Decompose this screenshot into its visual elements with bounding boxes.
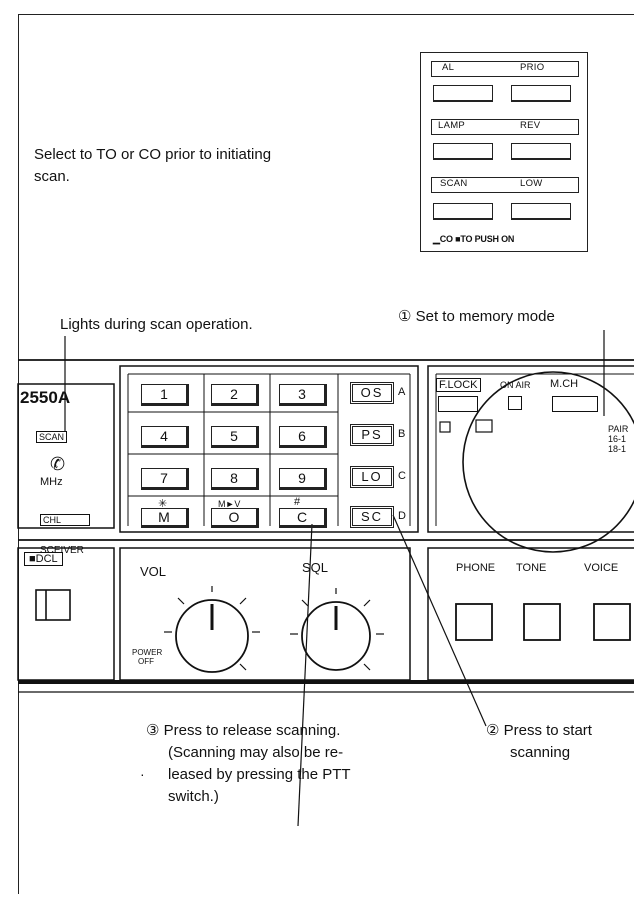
sql-label: SQL	[302, 560, 329, 575]
func-key-ps[interactable]: PS	[350, 424, 394, 446]
scan-switch[interactable]	[433, 203, 493, 220]
func-key-sc[interactable]: SC	[350, 506, 394, 528]
power-label: POWER	[132, 648, 163, 657]
flock-button[interactable]	[438, 396, 478, 412]
key-o[interactable]: O	[211, 508, 259, 528]
scan-indicator: SCAN	[36, 431, 68, 443]
hash-symbol: #	[294, 496, 301, 508]
memory-display-icon: ✆	[50, 454, 66, 474]
al-prio-label-row: AL PRIO	[431, 61, 579, 77]
func-key-os[interactable]: OS	[350, 382, 394, 404]
rev-switch[interactable]	[511, 143, 571, 160]
step2-line-2: scanning	[510, 744, 571, 761]
key-7[interactable]: 7	[141, 468, 189, 490]
key-m[interactable]: M	[141, 508, 189, 528]
pair-line-3: 18-1	[608, 444, 627, 454]
lamp-label: LAMP	[438, 120, 466, 131]
model-label: 2550A	[20, 388, 71, 407]
step3-line-4: switch.)	[168, 788, 219, 805]
mch-label: M.CH	[550, 378, 579, 390]
receiver-label: SCEIVER	[40, 545, 84, 556]
key-8[interactable]: 8	[211, 468, 259, 490]
func-key-ps-label: PS	[352, 426, 392, 444]
pair-line-1: PAIR	[608, 424, 629, 434]
key-4[interactable]: 4	[141, 426, 189, 448]
power-off-label: POWER OFF	[132, 648, 162, 666]
func-key-lo-label: LO	[352, 468, 392, 486]
lamp-rev-label-row: LAMP REV	[431, 119, 579, 135]
step3-line-1: ③ Press to release scanning.	[146, 722, 341, 739]
prio-switch[interactable]	[511, 85, 571, 102]
sql-knob[interactable]	[302, 602, 370, 670]
al-switch[interactable]	[433, 85, 493, 102]
pair-label: PAIR 16-1 18-1	[608, 424, 628, 454]
vol-knob[interactable]	[176, 600, 248, 672]
scan-label: SCAN	[440, 178, 468, 189]
note-set-to-memory-mode: ① Set to memory mode	[398, 308, 555, 325]
on-air-label: ON AIR	[500, 380, 531, 390]
prio-label: PRIO	[520, 62, 545, 73]
note-lights-during-scan: Lights during scan operation.	[60, 316, 253, 333]
phone-label: PHONE	[456, 562, 496, 574]
step3-line-2: (Scanning may also be re-	[168, 744, 344, 761]
co-to-push-on-legend: ▁CO ■TO PUSH ON	[433, 234, 515, 244]
key-6[interactable]: 6	[279, 426, 327, 448]
func-key-lo[interactable]: LO	[350, 466, 394, 488]
star-symbol: ✳	[158, 498, 168, 510]
func-key-sc-label: SC	[352, 508, 392, 526]
vol-label: VOL	[140, 564, 167, 579]
func-suffix-d: D	[398, 510, 406, 522]
func-suffix-c: C	[398, 470, 406, 482]
al-label: AL	[442, 62, 455, 73]
note-step2: ② Press to start scanning	[486, 720, 634, 764]
switch-panel: AL PRIO LAMP REV SCAN LOW ▁CO ■TO PUSH O…	[420, 52, 588, 252]
mch-button[interactable]	[552, 396, 598, 412]
m-to-v-symbol: M►V	[218, 499, 241, 509]
pair-line-2: 16-1	[608, 434, 627, 444]
tone-button[interactable]	[524, 604, 560, 640]
tone-label: TONE	[516, 562, 547, 574]
page-top-rule	[18, 14, 634, 15]
key-1[interactable]: 1	[141, 384, 189, 406]
step2-line-1: ② Press to start	[486, 722, 592, 739]
func-key-os-label: OS	[352, 384, 392, 402]
key-5[interactable]: 5	[211, 426, 259, 448]
bullet-dot: ·	[140, 766, 145, 782]
phone-button[interactable]	[456, 604, 492, 640]
low-switch[interactable]	[511, 203, 571, 220]
func-suffix-b: B	[398, 428, 406, 440]
note-step3: ③ Press to release scanning. (Scanning m…	[146, 720, 446, 808]
mhz-label: MHz	[40, 476, 63, 488]
low-label: LOW	[520, 178, 543, 189]
dcl-label: ■DCL	[24, 552, 63, 566]
flock-label: F.LOCK	[436, 378, 481, 392]
on-air-lamp	[508, 396, 522, 410]
key-9[interactable]: 9	[279, 468, 327, 490]
step3-line-3: leased by pressing the PTT	[168, 766, 351, 783]
chl-label: CHL	[40, 514, 90, 526]
rev-label: REV	[520, 120, 541, 131]
func-suffix-a: A	[398, 386, 406, 398]
key-2[interactable]: 2	[211, 384, 259, 406]
note-select-to-co: Select to TO or CO prior to initiating s…	[34, 146, 272, 185]
off-label: OFF	[138, 657, 154, 666]
lamp-switch[interactable]	[433, 143, 493, 160]
voice-label: VOICE	[584, 562, 619, 574]
voice-button[interactable]	[594, 604, 630, 640]
key-3[interactable]: 3	[279, 384, 327, 406]
scan-low-label-row: SCAN LOW	[431, 177, 579, 193]
key-c[interactable]: C	[279, 508, 327, 528]
